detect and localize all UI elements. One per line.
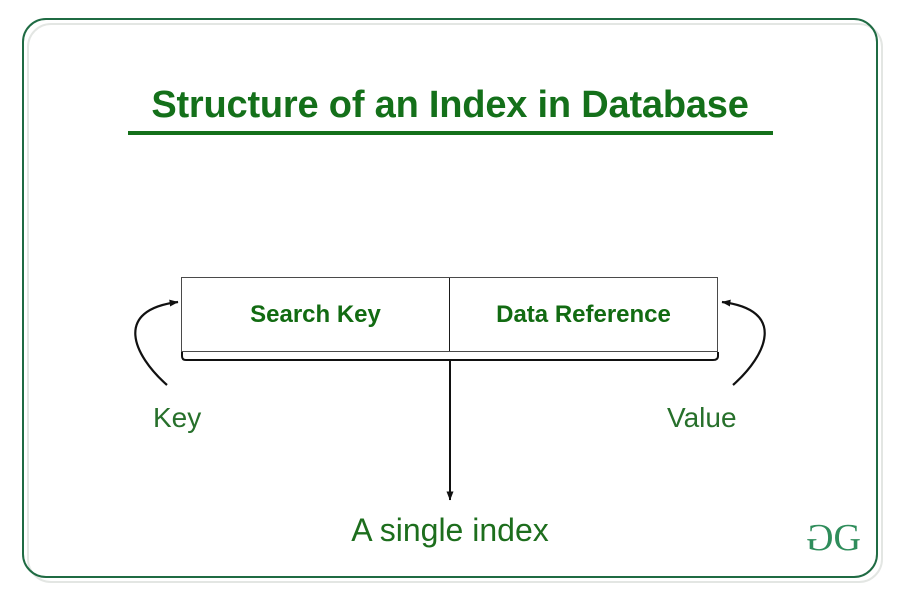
annotation-label-value: Value — [667, 402, 737, 433]
slide-frame-border — [22, 18, 878, 578]
index-cell-data-reference: Data Reference — [496, 300, 671, 328]
annotation-label-key: Key — [153, 402, 202, 433]
logo-g: G — [833, 517, 861, 559]
index-entry-box: Search Key Data Reference — [181, 277, 718, 352]
diagram-caption: A single index — [351, 512, 549, 548]
geeksforgeeks-logo: GG — [806, 517, 861, 559]
logo-reversed-g: G — [806, 517, 834, 559]
slide-frame-shadow — [27, 23, 883, 583]
page-title: Structure of an Index in Database — [151, 84, 749, 126]
title-underline — [128, 131, 773, 135]
index-cell-search-key: Search Key — [182, 278, 450, 351]
